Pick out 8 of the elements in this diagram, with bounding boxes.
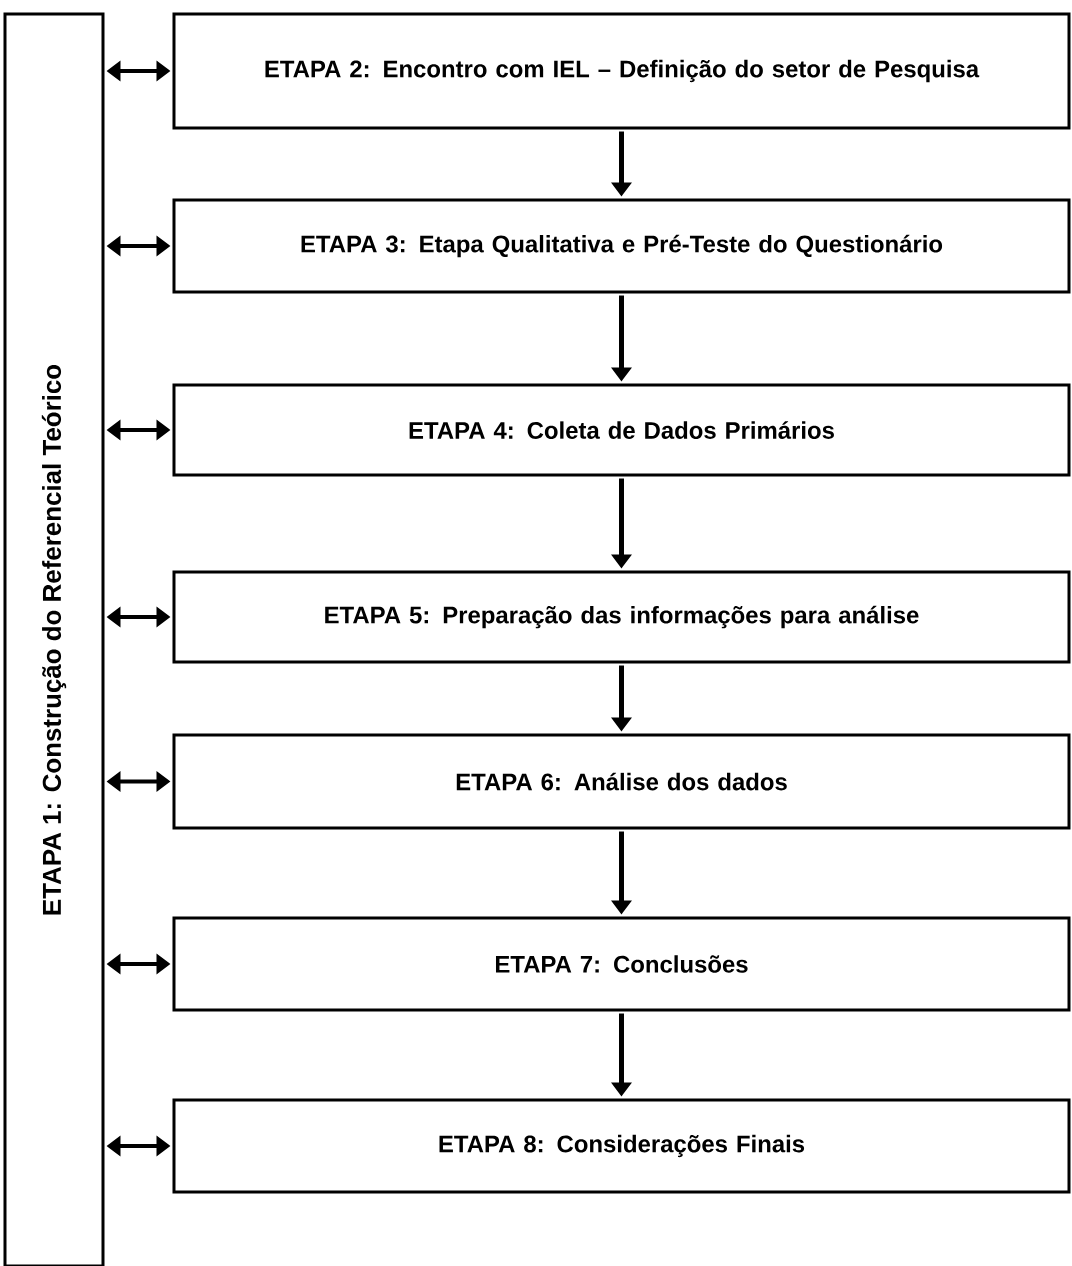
stage-band: ETAPA 1: Construção do Referencial Teórico	[3, 12, 105, 1266]
process-box: ETAPA 6: Análise dos dados	[172, 733, 1071, 830]
process-box: ETAPA 7: Conclusões	[172, 916, 1071, 1012]
process-box: ETAPA 3: Etapa Qualitativa e Pré-Teste do Questionário	[172, 198, 1071, 294]
process-box: ETAPA 2: Encontro com IEL – Definição do setor de Pesquisa	[172, 12, 1071, 130]
process-box: ETAPA 5: Preparação das informações para análise	[172, 570, 1071, 664]
process-box: ETAPA 4: Coleta de Dados Primários	[172, 383, 1071, 477]
process-box: ETAPA 8: Considerações Finais	[172, 1098, 1071, 1194]
